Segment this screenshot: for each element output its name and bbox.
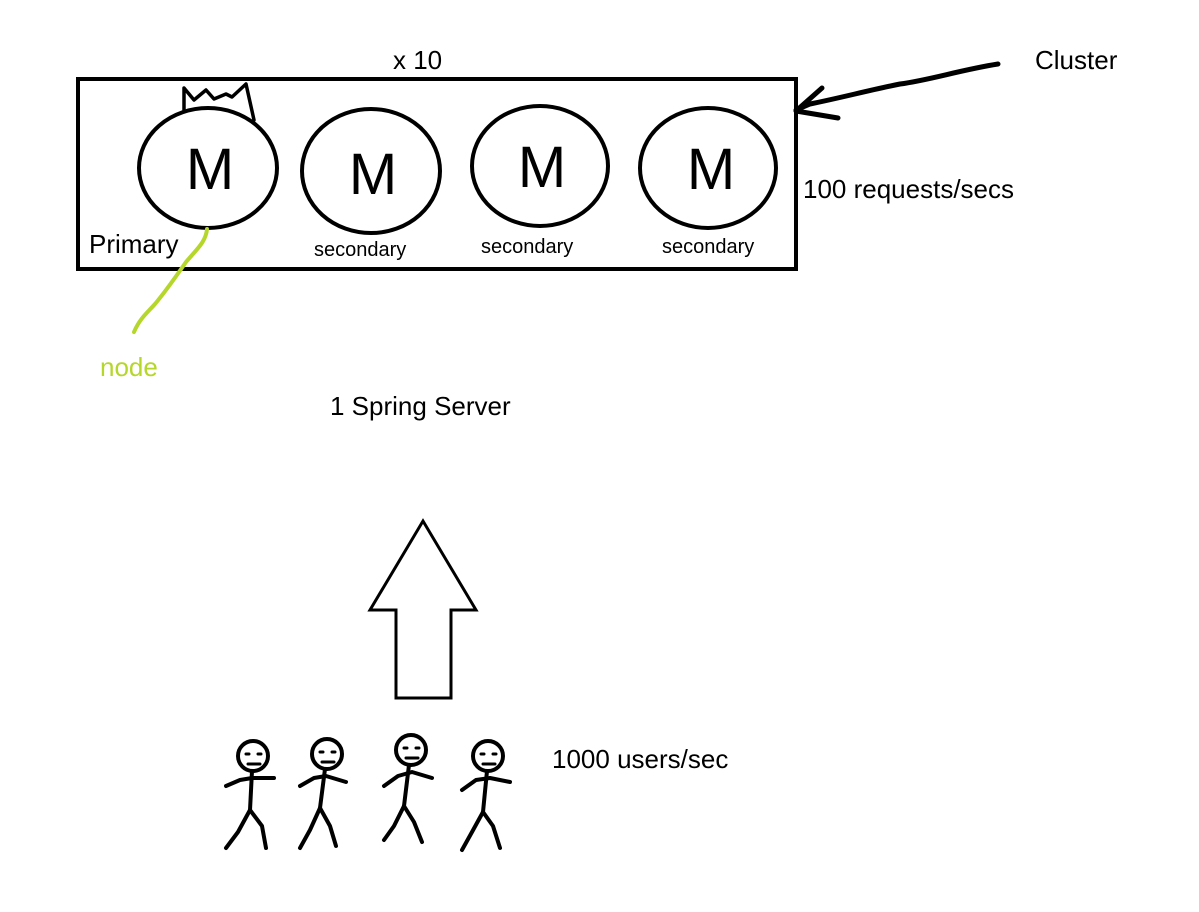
replication-factor-label: x 10	[393, 45, 443, 75]
primary-label: Primary	[89, 229, 179, 259]
node-circle-secondary-2	[470, 104, 610, 228]
cluster-arrow	[793, 61, 1001, 113]
node-role-label: secondary	[314, 239, 407, 261]
cluster-arrowhead	[793, 85, 841, 121]
crown-icon	[182, 82, 256, 122]
cluster-label: Cluster	[1035, 45, 1118, 75]
node-letter: M	[517, 135, 567, 200]
node-pointer-line	[132, 227, 209, 334]
cluster-box	[76, 77, 798, 271]
node-role-label: secondary	[662, 236, 755, 258]
node-circle-secondary-3	[638, 106, 778, 230]
throughput-label: 100 requests/secs	[803, 174, 1015, 204]
users-label: 1000 users/sec	[552, 744, 729, 774]
node-circle-secondary-1	[300, 107, 442, 235]
stick-figure-icon	[224, 739, 276, 850]
node-letter: M	[348, 142, 398, 207]
node-letter: M	[185, 137, 235, 202]
node-letter: M	[686, 137, 736, 202]
node-annotation-label: node	[100, 352, 158, 382]
stick-figure-icon	[460, 739, 512, 852]
arrow-up-icon	[367, 518, 479, 700]
stick-figure-icon	[382, 733, 434, 844]
stick-figure-icon	[298, 737, 348, 850]
server-label: 1 Spring Server	[330, 391, 511, 421]
node-role-label: secondary	[481, 236, 574, 258]
